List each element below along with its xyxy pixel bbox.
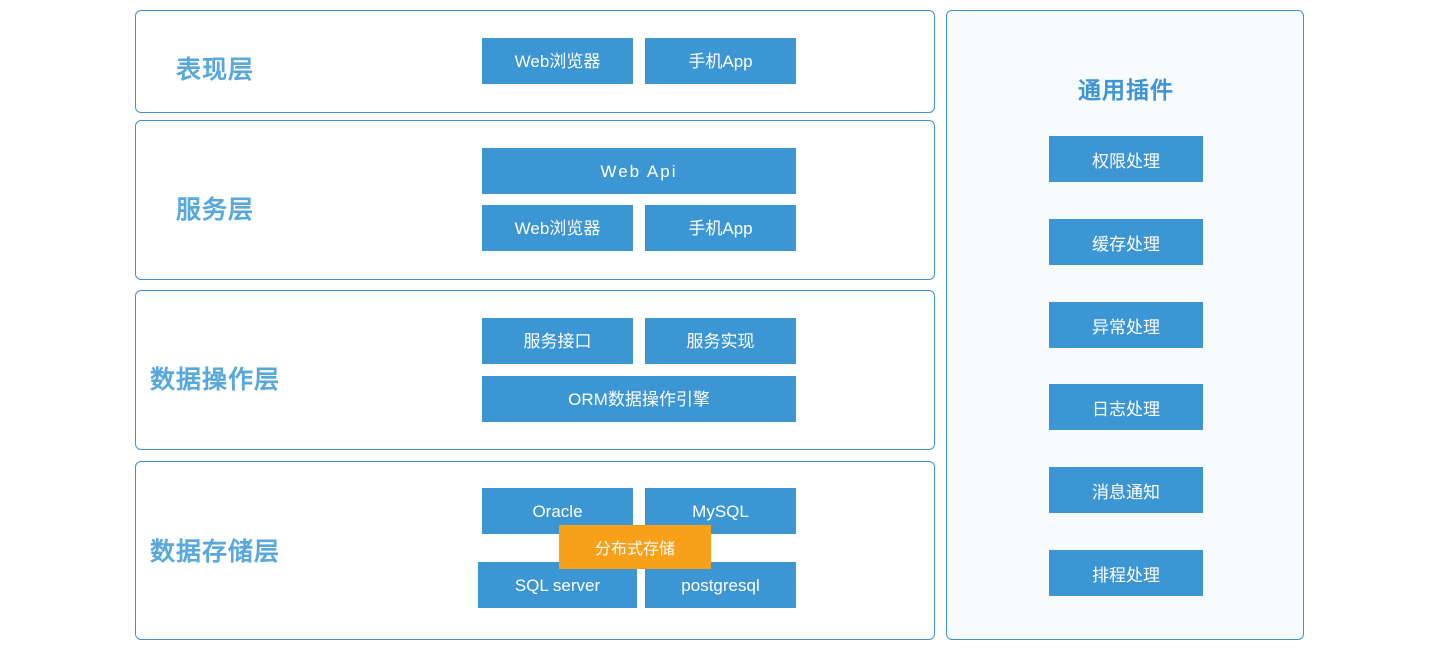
component-box-service-implementation[interactable]: 服务实现 bbox=[645, 318, 796, 364]
layer-label-data-operation: 数据操作层 bbox=[149, 366, 280, 394]
plugin-item-exception[interactable]: 异常处理 bbox=[1049, 302, 1203, 348]
component-box-mobile-app-service[interactable]: 手机App bbox=[645, 205, 796, 251]
layer-label-service: 服务层 bbox=[175, 196, 254, 224]
component-box-distributed-storage[interactable]: 分布式存储 bbox=[559, 525, 711, 569]
component-box-web-browser-service[interactable]: Web浏览器 bbox=[482, 205, 633, 251]
component-box-sql-server[interactable]: SQL server bbox=[478, 562, 637, 608]
component-box-service-interface[interactable]: 服务接口 bbox=[482, 318, 633, 364]
plugin-item-cache[interactable]: 缓存处理 bbox=[1049, 219, 1203, 265]
plugin-item-permission[interactable]: 权限处理 bbox=[1049, 136, 1203, 182]
component-box-postgresql[interactable]: postgresql bbox=[645, 562, 796, 608]
plugin-panel-title: 通用插件 bbox=[1078, 77, 1174, 103]
layer-label-data-storage: 数据存储层 bbox=[149, 538, 280, 566]
plugin-item-message-notification[interactable]: 消息通知 bbox=[1049, 467, 1203, 513]
component-box-web-api[interactable]: Web Api bbox=[482, 148, 796, 194]
layer-panel-data-operation bbox=[135, 290, 935, 450]
layer-panel-service bbox=[135, 120, 935, 280]
component-box-orm-engine[interactable]: ORM数据操作引擎 bbox=[482, 376, 796, 422]
plugin-panel: 通用插件 权限处理 缓存处理 异常处理 日志处理 消息通知 排程处理 bbox=[946, 10, 1304, 640]
layer-label-presentation: 表现层 bbox=[175, 56, 254, 84]
component-box-mobile-app-presentation[interactable]: 手机App bbox=[645, 38, 796, 84]
component-box-web-browser-presentation[interactable]: Web浏览器 bbox=[482, 38, 633, 84]
plugin-item-schedule[interactable]: 排程处理 bbox=[1049, 550, 1203, 596]
plugin-item-log[interactable]: 日志处理 bbox=[1049, 384, 1203, 430]
